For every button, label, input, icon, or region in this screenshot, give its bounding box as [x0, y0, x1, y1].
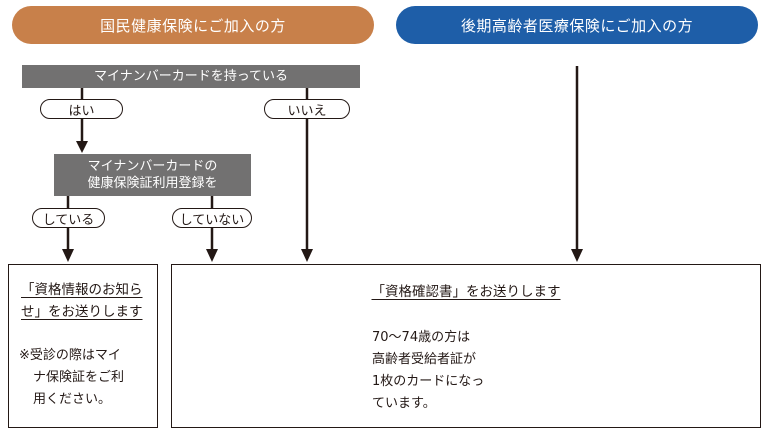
info-notice-note-line2: ナ保険証をご利 [33, 370, 125, 385]
eligibility-body-line2: 高齢者受給者証が [372, 352, 477, 367]
info-notice-note-line3: 用ください。 [33, 392, 112, 407]
question-has-mynumber-card: マイナンバーカードを持っている [22, 65, 360, 88]
answer-not-registered: していない [172, 208, 252, 228]
question-registration-line2: 健康保険証利用登録を [87, 176, 218, 191]
national-health-insurance-pill: 国民健康保険にご加入の方 [12, 6, 374, 44]
answer-no: いいえ [264, 99, 350, 119]
info-notice-title-line2: せ」をお送りします [21, 304, 143, 320]
arrowhead-no [301, 249, 313, 262]
arrowhead-yes [76, 141, 88, 153]
result-eligibility-certificate-box: 「資格確認書」をお送りします 70～74歳の方は 高齢者受給者証が 1枚のカード… [171, 264, 761, 428]
eligibility-body-line4: ています。 [372, 396, 436, 411]
eligibility-certificate-body: 70～74歳の方は 高齢者受給者証が 1枚のカードになっ ています。 [372, 327, 484, 415]
info-notice-title: 「資格情報のお知ら せ」をお送りします [21, 279, 151, 323]
question-registration-line1: マイナンバーカードの [87, 159, 218, 174]
answer-yes: はい [40, 99, 123, 119]
arrowhead-elderly [571, 249, 583, 262]
answer-registered: している [32, 208, 105, 228]
info-notice-title-line1: 「資格情報のお知ら [21, 282, 143, 298]
arrowhead-registered [62, 249, 74, 262]
eligibility-body-line3: 1枚のカードになっ [372, 374, 485, 389]
result-info-notice-box: 「資格情報のお知ら せ」をお送りします ※受診の際はマイ ナ保険証をご利 用くだ… [8, 264, 158, 428]
info-notice-note-line1: ※受診の際はマイ [19, 348, 121, 363]
question-health-insurance-registration: マイナンバーカードの 健康保険証利用登録を [54, 154, 251, 196]
info-notice-note: ※受診の際はマイ ナ保険証をご利 用ください。 [19, 345, 155, 411]
arrowhead-not-registered [206, 249, 218, 262]
question-has-mynumber-card-label: マイナンバーカードを持っている [93, 69, 289, 84]
late-elderly-insurance-pill: 後期高齢者医療保険にご加入の方 [396, 6, 758, 44]
eligibility-certificate-title: 「資格確認書」をお送りします [371, 284, 561, 300]
eligibility-body-line1: 70～74歳の方は [372, 330, 471, 345]
